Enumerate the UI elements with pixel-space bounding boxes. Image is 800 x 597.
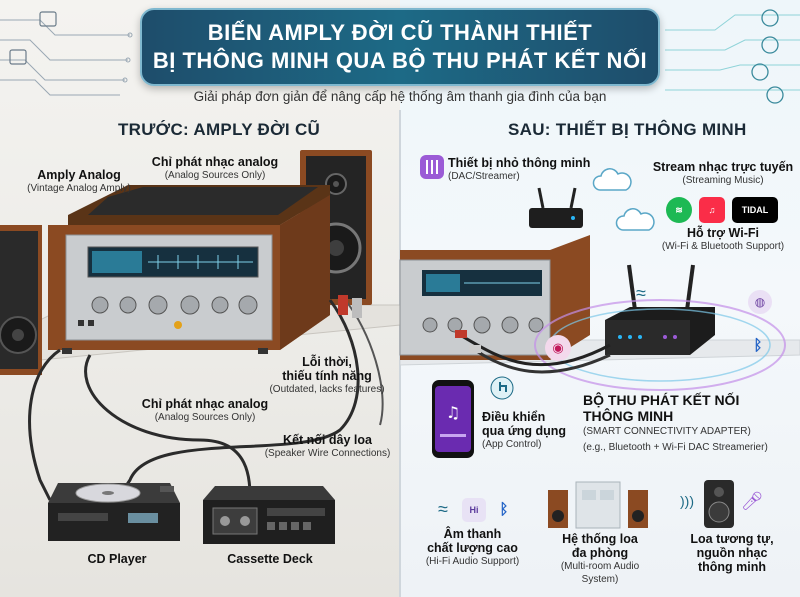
left-heading: TRƯỚC: AMPLY ĐỜI CŨ xyxy=(118,120,321,139)
spotify-icon: ≋ xyxy=(666,197,692,223)
outdated-label: Lỗi thời, thiếu tính năng (Outdated, lac… xyxy=(269,355,385,395)
title-line-1: BIẾN AMPLY ĐỜI CŨ THÀNH THIẾT xyxy=(207,20,593,45)
title-line-2: BỊ THÔNG MINH QUA BỘ THU PHÁT KẾT NỐI xyxy=(152,48,648,73)
apple-music-icon: ♫ xyxy=(699,197,725,223)
app-control-label: Điều khiển qua ứng dụng (App Control) xyxy=(482,410,567,450)
wifi-support-label: Hỗ trợ Wi-Fi (Wi-Fi & Bluetooth Support) xyxy=(661,226,785,252)
tidal-text: TIDAL xyxy=(741,205,769,215)
circuit-decoration-right xyxy=(665,9,800,104)
cassette-deck-label: Cassette Deck xyxy=(227,552,313,566)
wifi-icon: ≈ xyxy=(636,282,646,303)
vintage-amplifier xyxy=(48,185,330,354)
multiroom-label: Hệ thống loa đa phòng (Multi-room Audio … xyxy=(560,532,640,585)
cloud-icon-2 xyxy=(615,208,655,231)
small-dac-device xyxy=(529,187,583,228)
wifi-icon-hifi: ≈ xyxy=(438,498,448,519)
equalizer-icon xyxy=(420,155,444,179)
right-heading: SAU: THIẾT BỊ THÔNG MINH xyxy=(508,120,747,139)
adapter-label: BỘ THU PHÁT KẾT NỐI THÔNG MINH (SMART CO… xyxy=(583,392,768,453)
speaker-wire-label: Kết nối dây loa (Speaker Wire Connection… xyxy=(264,433,391,459)
speaker-wires xyxy=(28,295,384,501)
cd-player xyxy=(48,483,180,541)
analog-smart-label: Loa tương tự, nguồn nhạc thông minh xyxy=(690,532,774,574)
amply-analog-label: Amply Analog (Vintage Analog Amply) xyxy=(27,168,131,194)
bluetooth-icon: ᛒ xyxy=(753,336,763,354)
hifi-icon: Hi xyxy=(462,498,486,522)
sound-wave-icon: ))) xyxy=(680,493,694,509)
analog-only-mid-label: Chỉ phát nhạc analog (Analog Sources Onl… xyxy=(141,397,269,423)
touch-icon xyxy=(490,376,514,400)
svg-text:♫: ♫ xyxy=(446,403,460,422)
small-device-label: Thiết bị nhỏ thông minh (DAC/Streamer) xyxy=(448,156,591,182)
microphone-icon: 🎤︎ xyxy=(740,490,764,511)
streaming-label: Stream nhạc trực tuyến (Streaming Music) xyxy=(652,160,794,186)
tidal-icon: TIDAL xyxy=(732,197,778,223)
title-banner: BIẾN AMPLY ĐỜI CŨ THÀNH THIẾT BỊ THÔNG M… xyxy=(140,8,660,86)
cd-player-label: CD Player xyxy=(87,552,147,566)
smartphone: ♫ xyxy=(432,380,474,458)
smart-adapter xyxy=(605,264,715,355)
voice-assistant-icon: ◍ xyxy=(748,290,772,314)
cloud-icon-1 xyxy=(592,168,632,191)
smart-speaker-icon xyxy=(704,480,734,528)
bluetooth-icon-hifi: ᛒ xyxy=(499,500,509,518)
rca-cable xyxy=(455,330,611,374)
podcast-icon: ◉ xyxy=(545,335,571,361)
hifi-label: Âm thanh chất lượng cao (Hi-Fi Audio Sup… xyxy=(425,527,520,567)
circuit-decoration-left xyxy=(0,11,133,96)
subtitle: Giải pháp đơn giản để nâng cấp hệ thống … xyxy=(193,89,607,104)
speaker-left-edge xyxy=(0,225,42,375)
analog-only-top-label: Chỉ phát nhạc analog (Analog Sources Onl… xyxy=(151,155,279,181)
multiroom-speakers xyxy=(548,481,648,529)
cassette-deck xyxy=(203,486,335,544)
